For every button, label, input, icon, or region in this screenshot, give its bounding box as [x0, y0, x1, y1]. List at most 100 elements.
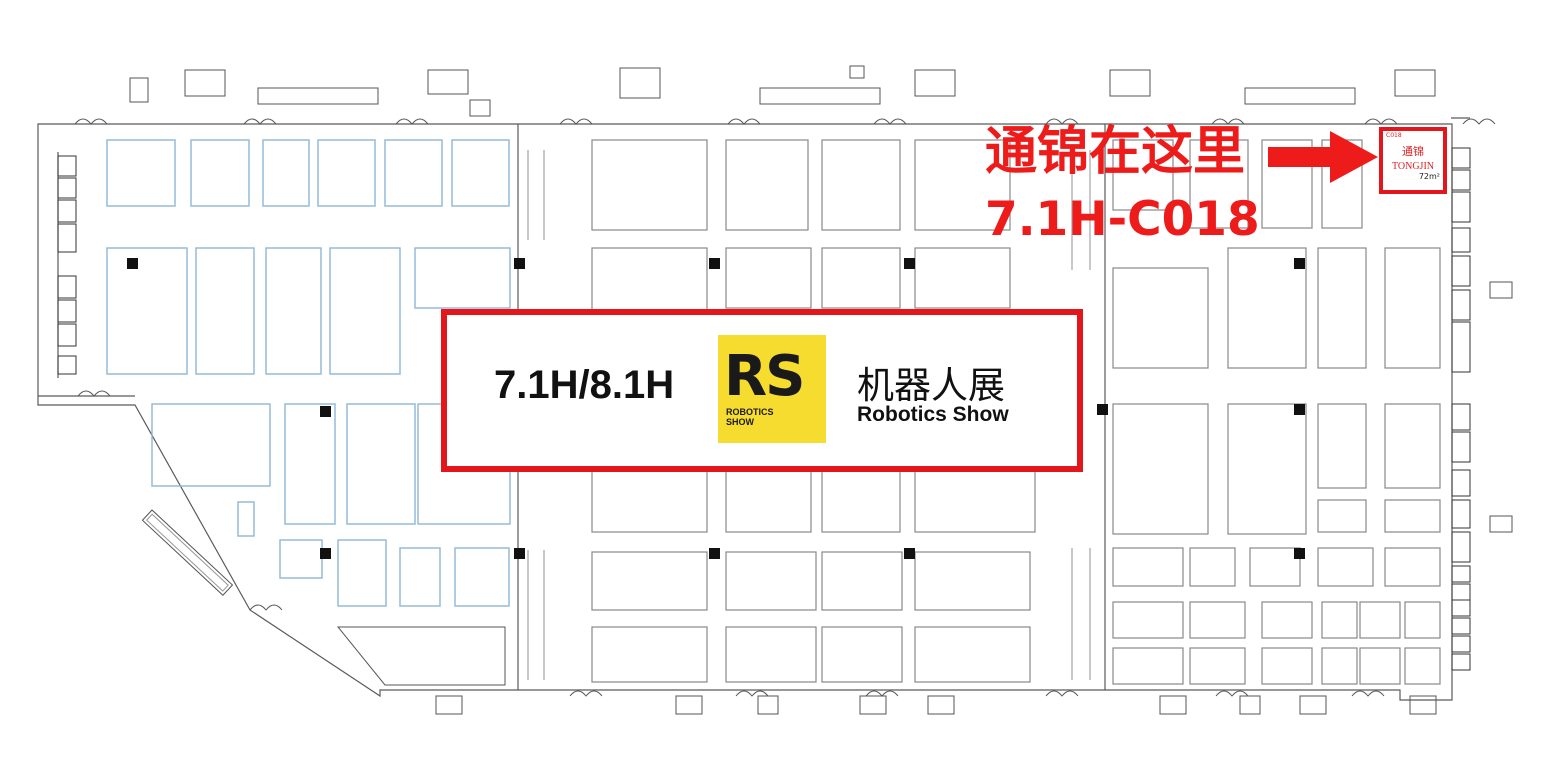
stair-icon	[469, 99, 491, 117]
column	[514, 548, 525, 559]
booth-outline	[914, 247, 1011, 309]
booth-outline	[1112, 601, 1184, 639]
booth-outline	[1189, 547, 1236, 587]
booth-outline	[414, 247, 511, 309]
column	[1294, 258, 1305, 269]
column	[514, 258, 525, 269]
booth-outline	[454, 547, 510, 607]
side-booth	[1451, 653, 1471, 671]
stair-icon	[184, 69, 226, 97]
booth-outline	[1321, 601, 1358, 639]
booth-outline	[262, 139, 310, 207]
door-icon	[1364, 118, 1398, 125]
booth-name-cn: 通锦	[1402, 145, 1424, 158]
booth-outline	[237, 501, 255, 537]
booth-outline	[1112, 267, 1209, 369]
side-booth	[57, 323, 77, 347]
stair-icon	[1489, 515, 1513, 533]
booth-code: C018	[1386, 132, 1402, 139]
arrow-right-icon	[1268, 131, 1378, 183]
booth-outline	[1404, 647, 1441, 685]
booth-outline	[106, 139, 176, 207]
highlight-booth[interactable]: C018 通锦 TONGJIN 72m²	[1379, 127, 1447, 194]
door-icon	[243, 118, 277, 125]
stair-icon	[759, 87, 881, 105]
stair-icon	[1489, 281, 1513, 299]
column	[1294, 404, 1305, 415]
booth-outline	[1317, 247, 1367, 369]
door-icon	[1211, 118, 1245, 125]
stair-icon	[1159, 695, 1187, 715]
column	[709, 258, 720, 269]
booth-outline	[265, 247, 322, 375]
door-icon	[865, 690, 899, 697]
booth-outline	[1189, 601, 1246, 639]
callout-line-1: 通锦在这里	[985, 122, 1246, 182]
booth-outline	[337, 539, 387, 607]
door-icon	[873, 118, 907, 125]
booth-outline	[284, 403, 336, 525]
side-booth	[1451, 583, 1471, 601]
door-icon	[1462, 118, 1496, 125]
booth-outline	[821, 139, 901, 231]
event-name-cn: 机器人展	[857, 364, 1005, 407]
booth-outline	[106, 247, 188, 375]
column	[320, 548, 331, 559]
booth-area: 72m²	[1418, 172, 1440, 181]
robotics-show-banner: 7.1H/8.1H RS ROBOTICS SHOW 机器人展 Robotics…	[441, 309, 1083, 472]
booth-outline	[1227, 247, 1307, 369]
column	[127, 258, 138, 269]
booth-outline	[1317, 547, 1374, 587]
booth-outline	[346, 403, 416, 525]
booth-outline	[1227, 403, 1307, 535]
booth-outline	[591, 139, 708, 231]
side-booth	[57, 199, 77, 223]
booth-outline	[821, 551, 903, 611]
booth-outline	[1112, 647, 1184, 685]
booth-outline	[195, 247, 255, 375]
side-booth	[1451, 635, 1471, 653]
column	[709, 548, 720, 559]
door-icon	[727, 118, 761, 125]
stair-icon	[129, 77, 149, 103]
stair-icon	[1394, 69, 1436, 97]
booth-outline	[1384, 403, 1441, 489]
door-icon	[249, 604, 283, 611]
booth-outline	[151, 403, 271, 487]
stair-icon	[914, 69, 956, 97]
stair-icon	[1409, 695, 1437, 715]
door-icon	[1045, 690, 1079, 697]
booth-outline	[1384, 547, 1441, 587]
stair-icon	[927, 695, 955, 715]
booth-outline	[591, 551, 708, 611]
stair-icon	[675, 695, 703, 715]
booth-outline	[725, 139, 809, 231]
door-icon	[559, 118, 593, 125]
booth-outline	[1112, 139, 1174, 211]
callout-line-2: 7.1H-C018	[985, 192, 1260, 247]
booth-outline	[725, 551, 817, 611]
side-booth	[1451, 147, 1471, 169]
side-booth	[1451, 321, 1471, 373]
booth-outline	[1359, 647, 1401, 685]
booth-outline	[1249, 547, 1301, 587]
booth-outline	[914, 551, 1031, 611]
booth-outline	[1317, 403, 1367, 489]
column	[1097, 404, 1108, 415]
side-booth	[1451, 599, 1471, 617]
event-name-en: Robotics Show	[857, 403, 1009, 426]
side-booth	[1451, 227, 1471, 253]
stair-icon	[1109, 69, 1151, 97]
stair-icon	[1299, 695, 1327, 715]
booth-outline	[914, 626, 1031, 683]
side-booth	[1451, 565, 1471, 583]
stair-icon	[859, 695, 887, 715]
booth-name-en: TONGJIN	[1391, 161, 1435, 172]
booth-outline	[384, 139, 443, 207]
side-booth	[57, 299, 77, 323]
booth-outline	[1112, 403, 1209, 535]
door-icon	[74, 118, 108, 125]
column	[1294, 548, 1305, 559]
booth-outline	[1112, 547, 1184, 587]
